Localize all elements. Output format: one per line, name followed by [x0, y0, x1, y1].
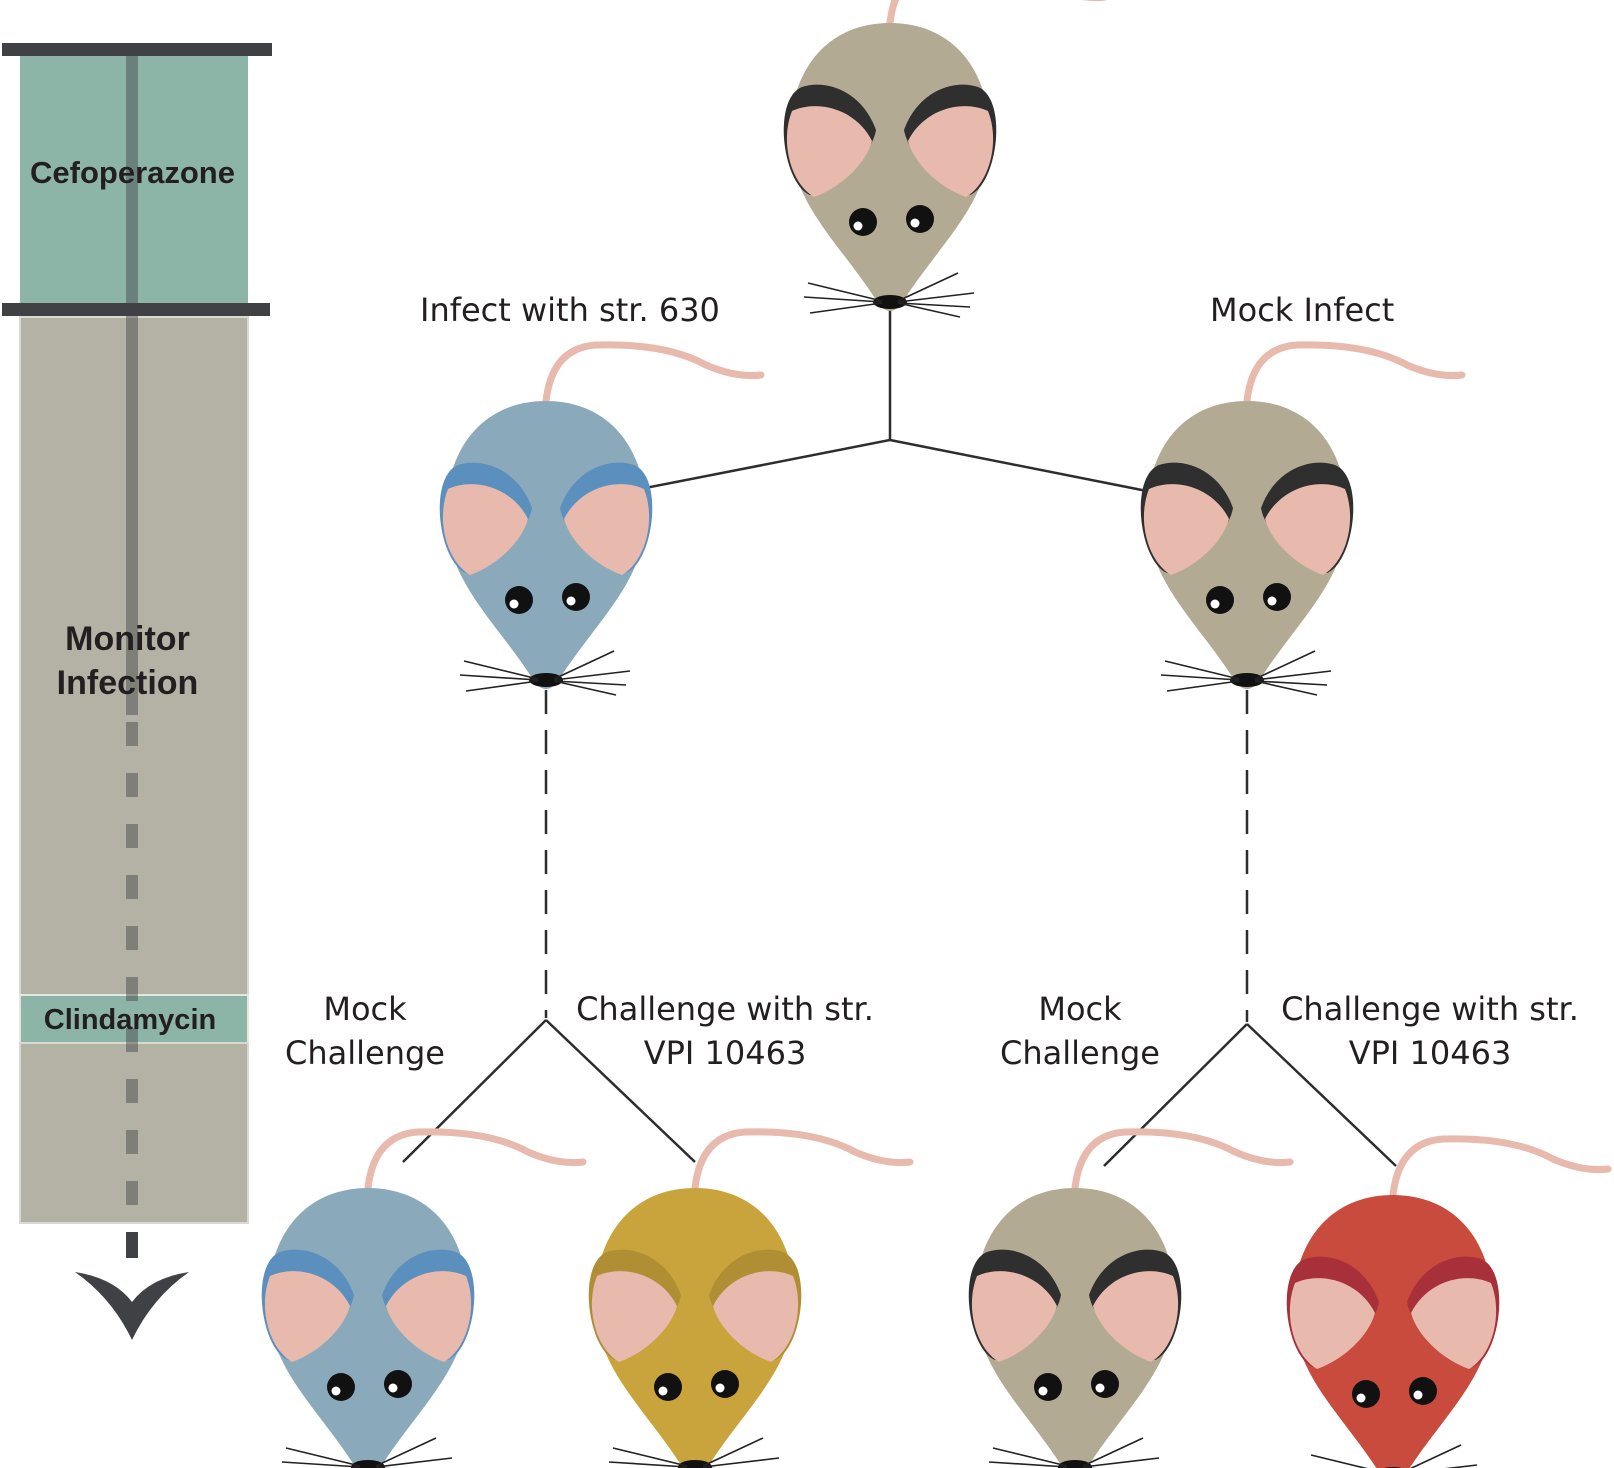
- monitor-phase: [19, 316, 249, 996]
- timeline-bar: [2, 43, 272, 1340]
- mock-challenge-right-label: Mock Challenge: [1000, 990, 1160, 1072]
- mock-infected-mouse-icon: [1139, 344, 1463, 696]
- timeline-top-cap: [2, 43, 272, 56]
- post-clindamycin-phase: [19, 1042, 249, 1224]
- challenged-mouse-right-icon: [1285, 1138, 1609, 1468]
- mock-challenge-mouse-right-icon: [967, 1131, 1291, 1468]
- timeline-mid-cap: [2, 303, 270, 316]
- cefoperazone-phase: [20, 55, 248, 303]
- cefoperazone-label: Cefoperazone: [30, 155, 235, 190]
- monitor-infection-label: Monitor Infection: [56, 620, 199, 702]
- mice: [260, 0, 1609, 1468]
- challenge-right-label: Challenge with str. VPI 10463: [1281, 990, 1579, 1072]
- clindamycin-label: Clindamycin: [43, 1004, 217, 1036]
- mock-infect-label: Mock Infect: [1210, 291, 1395, 329]
- branch-infect: [624, 438, 891, 494]
- infect-label: Infect with str. 630: [420, 291, 720, 329]
- infected-mouse-icon: [438, 344, 762, 696]
- branch-right-mock: [1103, 1023, 1248, 1167]
- branch-mock-infect: [889, 438, 1163, 496]
- timeline-arrowhead-icon: [75, 1272, 189, 1340]
- challenged-mouse-left-icon: [587, 1131, 911, 1468]
- tree-lines: [402, 310, 1397, 1167]
- mock-challenge-left-label: Mock Challenge: [285, 990, 445, 1072]
- mock-challenge-mouse-left-icon: [260, 1131, 584, 1468]
- branch-right-challenge: [1246, 1023, 1397, 1167]
- clindamycin-phase: [19, 994, 249, 1044]
- root-mouse-icon: [782, 0, 1106, 318]
- branch-left-mock: [402, 1019, 547, 1163]
- challenge-left-label: Challenge with str. VPI 10463: [576, 990, 874, 1072]
- branch-left-challenge: [545, 1019, 696, 1163]
